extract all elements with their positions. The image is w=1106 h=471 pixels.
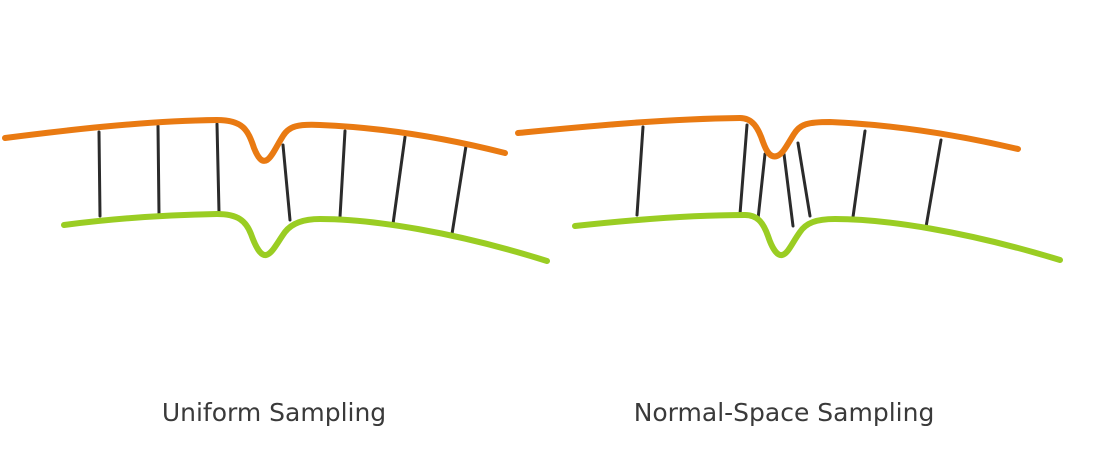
correspondence-line bbox=[215, 122, 221, 214]
correspondence-line bbox=[738, 123, 749, 216]
correspondence-line bbox=[97, 130, 102, 218]
normal-space-sampling-caption: Normal-Space Sampling bbox=[633, 398, 935, 427]
target-curve-green bbox=[572, 212, 1063, 263]
uniform-correspondence-lines bbox=[97, 122, 468, 236]
correspondence-line bbox=[796, 141, 812, 218]
correspondence-line bbox=[156, 124, 161, 216]
source-curve-orange bbox=[2, 117, 508, 164]
correspondence-line bbox=[338, 129, 347, 219]
correspondence-line bbox=[851, 129, 867, 219]
correspondence-line bbox=[450, 144, 468, 236]
normal-space-sampling-panel bbox=[515, 115, 1063, 263]
correspondence-line bbox=[756, 152, 767, 221]
uniform-sampling-panel bbox=[2, 117, 550, 264]
correspondence-line bbox=[281, 143, 292, 222]
correspondence-line bbox=[391, 135, 407, 226]
source-curve-orange bbox=[515, 115, 1021, 160]
uniform-sampling-caption: Uniform Sampling bbox=[161, 398, 387, 427]
correspondence-line bbox=[782, 152, 795, 228]
correspondence-line bbox=[635, 125, 645, 217]
correspondence-line bbox=[924, 138, 943, 229]
target-curve-green bbox=[61, 211, 550, 264]
normal-space-correspondence-lines bbox=[635, 123, 943, 229]
